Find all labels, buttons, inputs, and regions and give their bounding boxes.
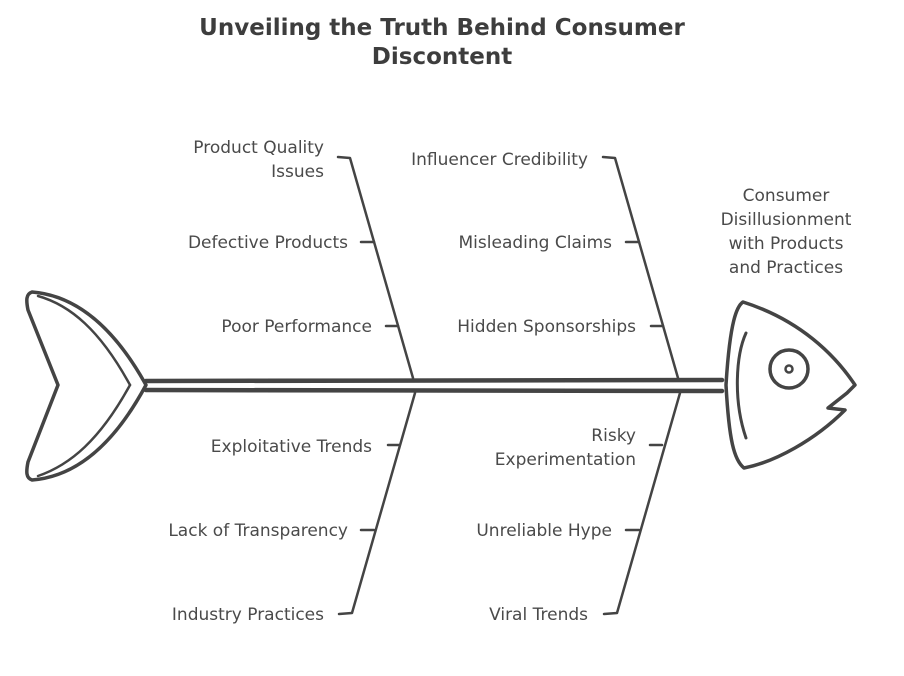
cause-hidden-sponsorships: Hidden Sponsorships xyxy=(457,317,636,337)
category-label-viral-trends: Viral Trends xyxy=(489,603,588,627)
cause-line-1: Risky xyxy=(591,426,636,446)
effect-line-2: Disillusionment xyxy=(720,210,852,230)
cause-defective-products: Defective Products xyxy=(187,233,348,253)
effect-line-4: and Practices xyxy=(728,258,844,278)
category-line-2: Issues xyxy=(271,162,324,182)
effect-line-3: with Products xyxy=(728,234,844,254)
category-label-industry-practices: Industry Practices xyxy=(172,603,324,627)
fish-eye-icon xyxy=(768,348,810,390)
fish-head-icon xyxy=(724,300,857,470)
effect-label: Consumer Disillusionment with Products a… xyxy=(706,184,866,280)
cause-risky-experimentation: Risky Experimentation xyxy=(495,424,636,472)
title-line-2: Discontent xyxy=(371,44,513,70)
category-label-product-quality: Product Quality Issues xyxy=(193,136,324,184)
effect-line-1: Consumer xyxy=(742,186,830,206)
category-line-1: Influencer Credibility xyxy=(411,150,588,170)
category-line-1: Product Quality xyxy=(193,138,324,158)
cause-poor-performance: Poor Performance xyxy=(221,317,372,337)
category-line-1: Industry Practices xyxy=(171,605,324,625)
cause-lack-of-transparency: Lack of Transparency xyxy=(168,521,348,541)
bone-bottom-right xyxy=(602,391,682,616)
title-line-1: Unveiling the Truth Behind Consumer xyxy=(199,15,685,41)
bone-top-right xyxy=(601,155,680,380)
cause-unreliable-hype: Unreliable Hype xyxy=(476,521,612,541)
spine xyxy=(143,377,725,394)
cause-line-2: Experimentation xyxy=(494,450,636,470)
diagram-title: Unveiling the Truth Behind Consumer Disc… xyxy=(0,14,884,72)
fish-tail-icon xyxy=(25,290,148,482)
category-line-1: Viral Trends xyxy=(489,605,588,625)
category-label-influencer-credibility: Influencer Credibility xyxy=(411,148,588,172)
cause-misleading-claims: Misleading Claims xyxy=(458,233,612,253)
bone-top-left xyxy=(336,155,415,380)
bone-bottom-left xyxy=(337,391,417,616)
cause-exploitative-trends: Exploitative Trends xyxy=(210,437,372,457)
